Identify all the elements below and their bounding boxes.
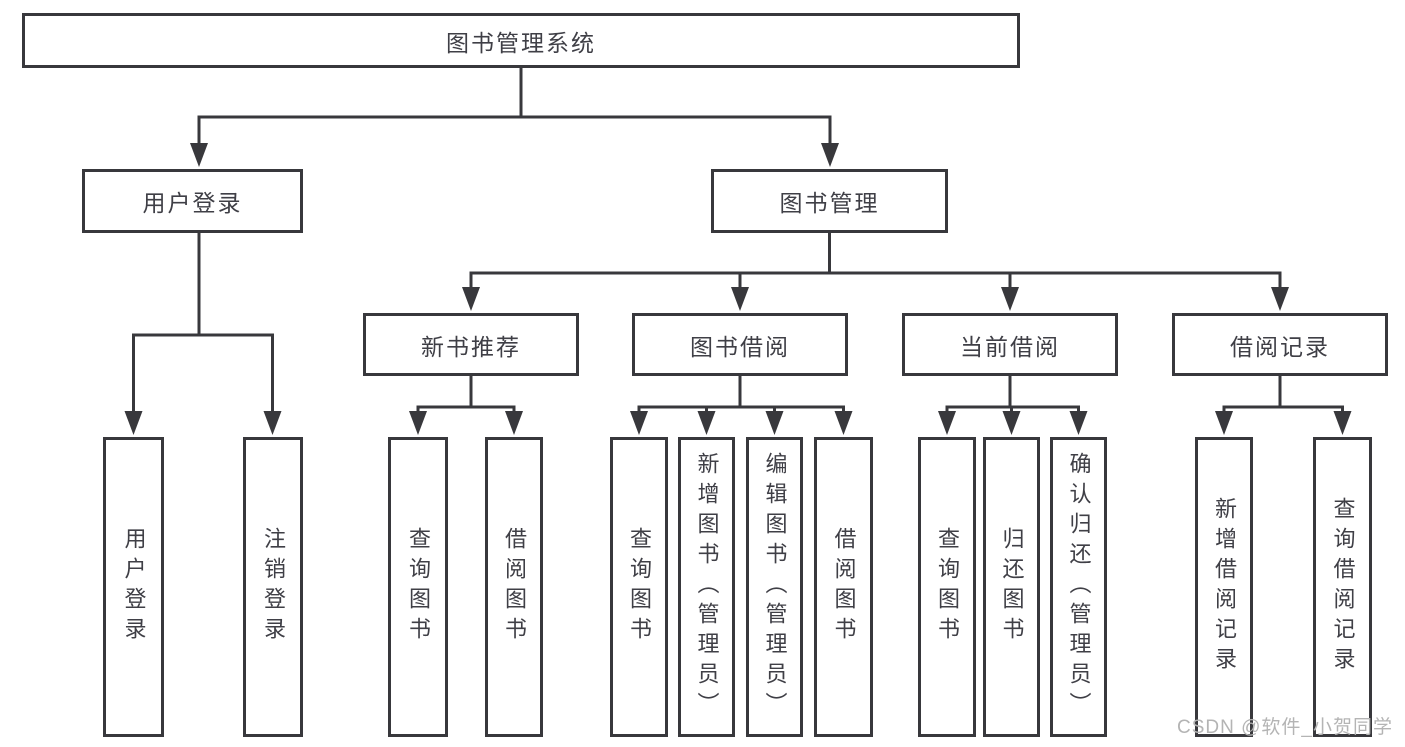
leaf-borrowing-borrow-book: 借阅图书 — [814, 437, 873, 737]
node-book-management-label: 图书管理 — [779, 190, 880, 216]
leaf-logout-label: 注销登录 — [261, 527, 286, 647]
leaf-recommend-query-book: 查询图书 — [388, 437, 448, 737]
leaf-user-login: 用户登录 — [103, 437, 164, 737]
leaf-borrowing-borrow-book-label: 借阅图书 — [831, 527, 857, 647]
node-book-borrowing-label: 图书借阅 — [690, 333, 790, 360]
node-root-system: 图书管理系统 — [22, 13, 1020, 68]
node-new-book-recommend-label: 新书推荐 — [421, 333, 521, 360]
node-borrow-records-label: 借阅记录 — [1230, 333, 1330, 360]
leaf-logout: 注销登录 — [243, 437, 303, 737]
leaf-return-book-label: 归还图书 — [999, 527, 1025, 647]
node-new-book-recommend: 新书推荐 — [363, 313, 579, 376]
node-user-login: 用户登录 — [82, 169, 303, 233]
node-current-borrowing-label: 当前借阅 — [960, 333, 1060, 360]
leaf-user-login-label: 用户登录 — [121, 527, 147, 647]
csdn-watermark: CSDN @软件_小贺同学 — [1177, 717, 1393, 738]
leaf-edit-book-admin-label: 编辑图书（管理员） — [762, 452, 788, 722]
node-root-system-label: 图书管理系统 — [446, 29, 596, 56]
leaf-query-borrow-record: 查询借阅记录 — [1313, 437, 1372, 737]
leaf-borrowing-query-book: 查询图书 — [610, 437, 668, 737]
leaf-confirm-return-admin-label: 确认归还（管理员） — [1066, 452, 1092, 722]
node-book-management: 图书管理 — [711, 169, 948, 233]
leaf-current-query-book-label: 查询图书 — [935, 527, 960, 647]
leaf-borrowing-query-book-label: 查询图书 — [627, 527, 652, 647]
leaf-recommend-borrow-book: 借阅图书 — [485, 437, 543, 737]
leaf-edit-book-admin: 编辑图书（管理员） — [746, 437, 803, 737]
leaf-recommend-query-book-label: 查询图书 — [406, 527, 431, 647]
leaf-return-book: 归还图书 — [983, 437, 1040, 737]
connector-arrowheads — [124, 143, 1352, 435]
leaf-add-borrow-record: 新增借阅记录 — [1195, 437, 1253, 737]
leaf-add-borrow-record-label: 新增借阅记录 — [1212, 497, 1237, 677]
leaf-add-book-admin: 新增图书（管理员） — [678, 437, 735, 737]
leaf-current-query-book: 查询图书 — [918, 437, 976, 737]
node-current-borrowing: 当前借阅 — [902, 313, 1118, 376]
leaf-query-borrow-record-label: 查询借阅记录 — [1330, 497, 1356, 677]
leaf-recommend-borrow-book-label: 借阅图书 — [502, 527, 527, 647]
node-borrow-records: 借阅记录 — [1172, 313, 1388, 376]
node-user-login-label: 用户登录 — [142, 190, 243, 216]
leaf-add-book-admin-label: 新增图书（管理员） — [694, 452, 720, 722]
node-book-borrowing: 图书借阅 — [632, 313, 848, 376]
leaf-confirm-return-admin: 确认归还（管理员） — [1050, 437, 1107, 737]
